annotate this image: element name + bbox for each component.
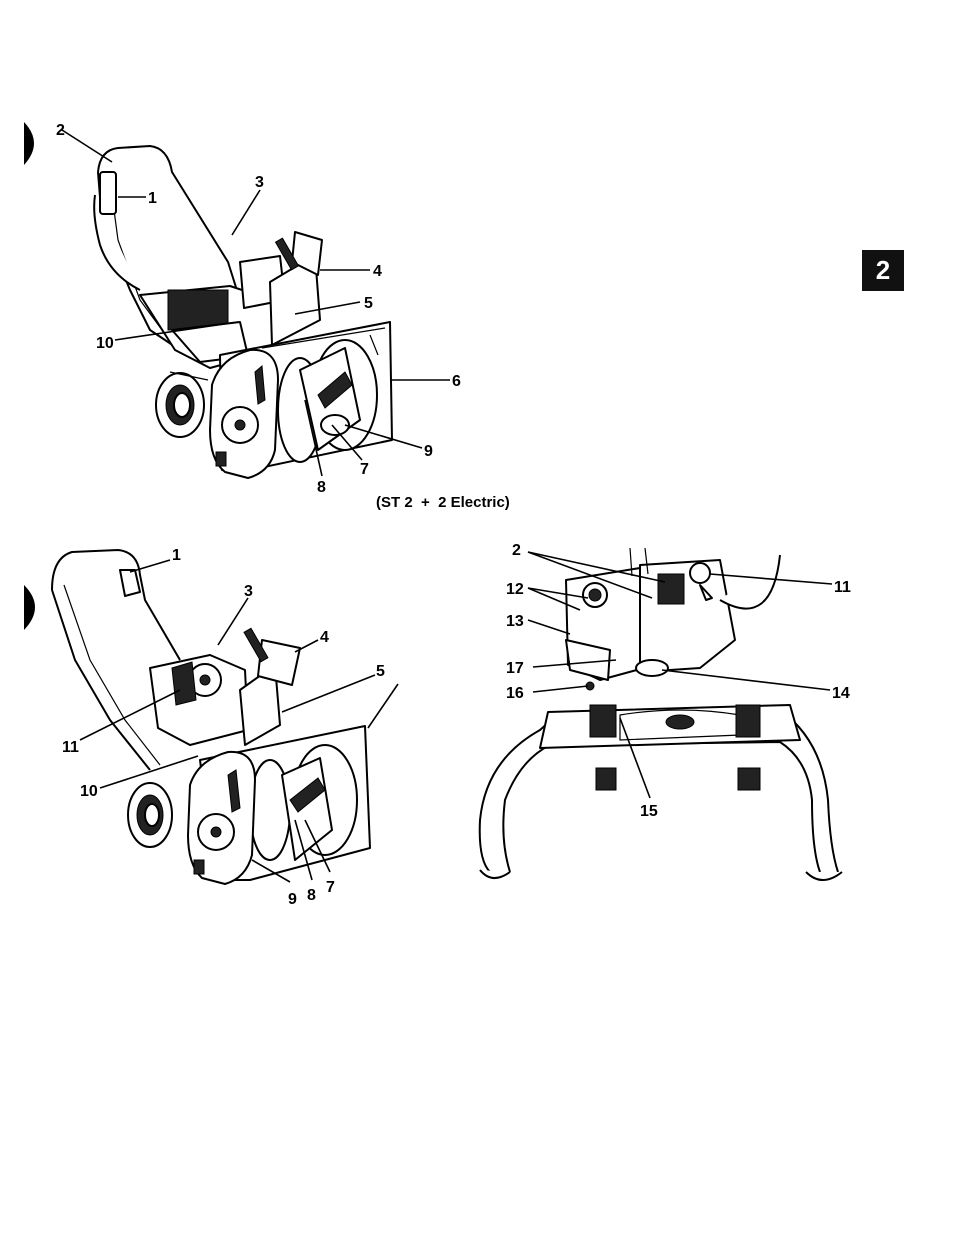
bl-callout-10: 10	[80, 783, 98, 800]
bottom-left-snow-thrower-illustration	[52, 550, 370, 884]
br-callout-12: 12	[506, 581, 524, 598]
top-callout-6: 6	[452, 373, 461, 390]
top-callout-5: 5	[364, 295, 373, 312]
br-callout-15: 15	[640, 803, 658, 820]
br-callout-17: 17	[506, 660, 524, 677]
bottom-right-engine-illustration	[480, 548, 842, 880]
br-callout-16: 16	[506, 685, 524, 702]
bl-callout-4: 4	[320, 629, 329, 646]
top-callout-2: 2	[56, 122, 65, 139]
br-callout-11: 11	[834, 579, 851, 596]
bl-callout-9: 9	[288, 891, 297, 908]
bl-callout-11: 11	[62, 739, 79, 756]
br-callout-13: 13	[506, 613, 524, 630]
binding-mark-top	[24, 122, 34, 165]
bl-callout-3: 3	[244, 583, 253, 600]
top-callout-3: 3	[255, 174, 264, 191]
top-callout-8: 8	[317, 479, 326, 496]
bl-callout-5: 5	[376, 663, 385, 680]
top-callout-7: 7	[360, 461, 369, 478]
top-callout-1: 1	[148, 190, 157, 207]
top-callout-10: 10	[96, 335, 114, 352]
br-callout-14: 14	[832, 685, 850, 702]
bl-callout-1: 1	[172, 547, 181, 564]
top-snow-thrower-illustration	[94, 146, 392, 478]
br-callout-2: 2	[512, 542, 521, 559]
bl-callout-7: 7	[326, 879, 335, 896]
top-callout-9: 9	[424, 443, 433, 460]
binding-mark-bottom	[24, 585, 35, 630]
top-callout-4: 4	[373, 263, 382, 280]
bl-callout-8: 8	[307, 887, 316, 904]
